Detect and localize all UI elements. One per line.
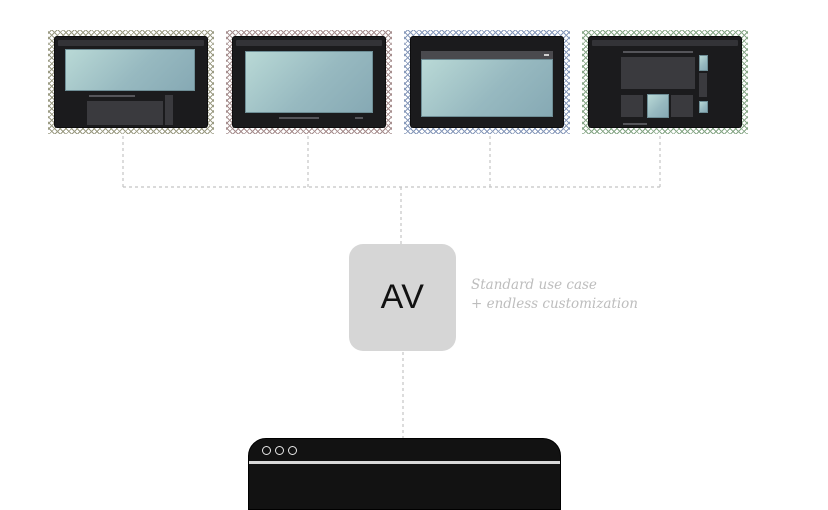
window-control-dot-2-icon[interactable]: [275, 446, 284, 455]
bottom-panel: [87, 101, 163, 125]
screen-preview: [411, 37, 563, 127]
side-panel: [165, 95, 173, 125]
caption: Standard use case + endless customizatio…: [471, 276, 638, 314]
close-icon: [544, 54, 549, 56]
control-line: [355, 117, 363, 119]
side-thumb-2: [699, 73, 707, 97]
layout-thumbnail-3[interactable]: [404, 30, 570, 134]
grid-cell-3: [671, 95, 693, 117]
modal-header: [421, 51, 553, 59]
side-thumb-1: [699, 55, 708, 71]
screen-preview: [233, 37, 385, 127]
layout-thumbnail-2[interactable]: [226, 30, 392, 134]
grid-cell-2: [647, 94, 669, 118]
caption-line-2: + endless customization: [471, 296, 638, 312]
title-bar: [58, 40, 204, 46]
text-line: [89, 95, 135, 97]
main-panel: [621, 57, 695, 89]
window-control-dot-3-icon[interactable]: [288, 446, 297, 455]
window-divider: [249, 461, 560, 464]
av-label: AV: [380, 278, 425, 316]
grid-cell-1: [621, 95, 643, 117]
main-view: [421, 59, 553, 117]
bottom-line: [623, 123, 647, 125]
av-node[interactable]: AV: [349, 244, 456, 351]
output-window: [248, 438, 561, 510]
main-view: [245, 51, 373, 113]
layout-thumbnail-1[interactable]: [48, 30, 214, 134]
layout-thumbnail-4[interactable]: [582, 30, 748, 134]
connector-lines: [122, 136, 661, 438]
title-bar: [236, 40, 382, 46]
screen-preview: [589, 37, 741, 127]
text-line: [623, 51, 693, 53]
window-control-dot-1-icon[interactable]: [262, 446, 271, 455]
caption-line-1: Standard use case: [471, 277, 597, 293]
title-bar: [592, 40, 738, 46]
side-thumb-3: [699, 101, 708, 113]
main-view: [65, 49, 195, 91]
progress-line: [279, 117, 319, 119]
screen-preview: [55, 37, 207, 127]
